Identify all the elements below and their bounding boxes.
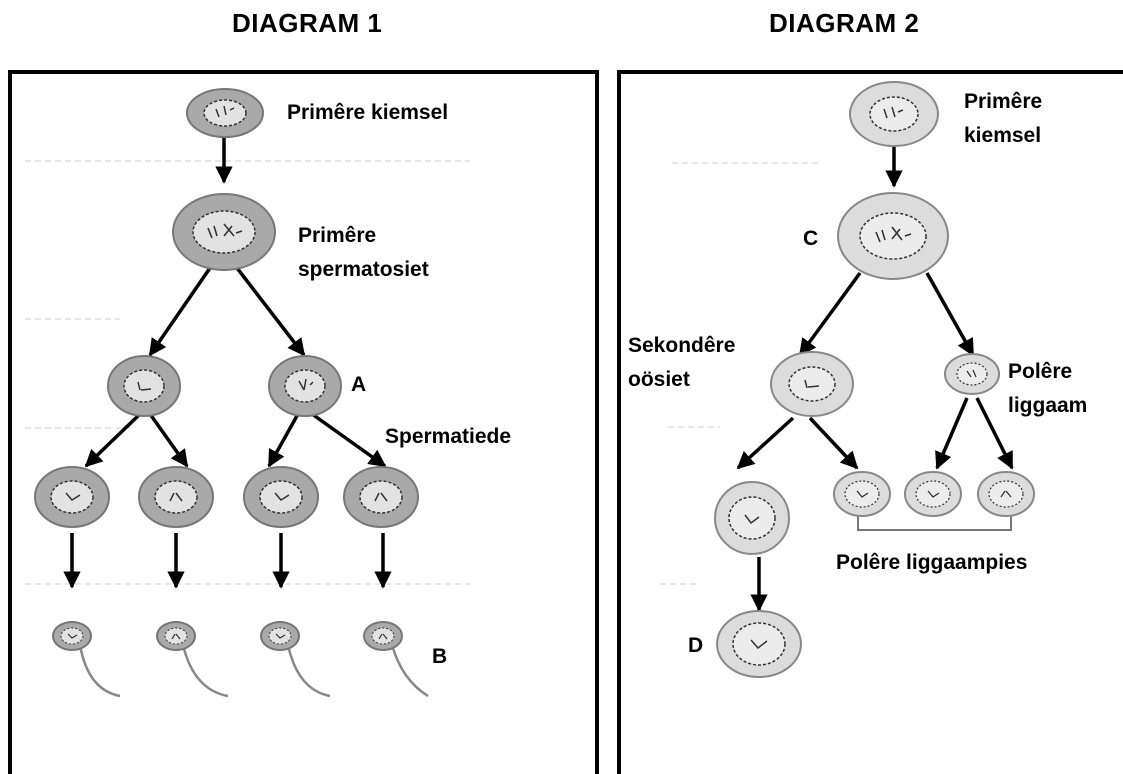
sperm-2 xyxy=(156,621,196,651)
label-primary-germ-cell-2-line2: kiemsel xyxy=(964,124,1041,147)
diagram-2-frame xyxy=(617,70,1123,774)
diagram-2-title: DIAGRAM 2 xyxy=(769,8,920,38)
polar-body-small-2 xyxy=(904,471,962,517)
label-primary-spermatocyte-line2: spermatosiet xyxy=(298,258,429,281)
label-secondary-oocyte-line2: oösiet xyxy=(628,368,690,391)
ovum-d xyxy=(716,610,802,678)
label-primary-germ-cell-2-line1: Primêre xyxy=(964,90,1042,113)
label-primary-germ-cell-1: Primêre kiemsel xyxy=(287,101,448,124)
label-polar-bodies: Polêre liggaampies xyxy=(836,551,1027,574)
diagram-1-frame xyxy=(8,70,599,774)
label-primary-spermatocyte-line1: Primêre xyxy=(298,224,376,247)
diagram-1-title: DIAGRAM 1 xyxy=(232,8,383,38)
sperm-tails xyxy=(78,644,429,698)
label-secondary-oocyte-line1: Sekondêre xyxy=(628,334,735,357)
primary-germ-cell-1 xyxy=(186,88,264,138)
primary-germ-cell-2 xyxy=(849,81,939,147)
secondary-oocyte xyxy=(770,351,854,417)
label-polar-body-line1: Polêre xyxy=(1008,360,1072,383)
label-letter-c: C xyxy=(803,227,818,250)
spermatid-2 xyxy=(138,466,214,528)
sperm-1 xyxy=(52,621,92,651)
ootid xyxy=(714,481,790,555)
diagram-1-cells xyxy=(34,88,419,651)
label-letter-a: A xyxy=(351,373,366,396)
polar-body-small-1 xyxy=(833,471,891,517)
diagram-1-arrows xyxy=(63,134,392,589)
sperm-4 xyxy=(363,621,403,651)
primary-spermatocyte xyxy=(172,193,276,271)
label-spermatids: Spermatiede xyxy=(385,425,511,448)
polar-bodies-bracket xyxy=(857,516,1012,531)
diagram-1-guides xyxy=(25,160,470,585)
secondary-spermatocyte-right xyxy=(268,355,342,417)
label-letter-b: B xyxy=(432,645,447,668)
label-letter-d: D xyxy=(688,634,703,657)
diagram-2-guides xyxy=(660,162,820,585)
spermatid-4 xyxy=(343,466,419,528)
diagram-2-cells xyxy=(714,81,1035,678)
polar-body xyxy=(944,353,1000,395)
secondary-spermatocyte-left xyxy=(107,355,181,417)
polar-body-small-3 xyxy=(977,471,1035,517)
label-polar-body-line2: liggaam xyxy=(1008,394,1087,417)
primary-oocyte-c xyxy=(837,192,949,280)
spermatid-3 xyxy=(243,466,319,528)
spermatid-1 xyxy=(34,466,110,528)
diagram-2-arrows xyxy=(736,138,1014,612)
sperm-3 xyxy=(260,621,300,651)
